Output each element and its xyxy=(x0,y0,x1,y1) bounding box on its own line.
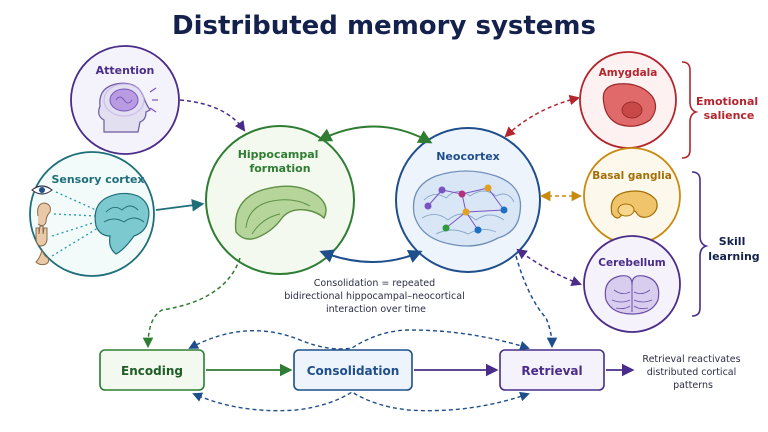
basal-ganglia-icon xyxy=(610,190,658,219)
hippocampal-label: Hippocampal formation xyxy=(238,148,323,175)
skill-learning-bracket: Skill learning xyxy=(691,171,760,317)
basal-ganglia-node: Basal ganglia xyxy=(583,147,681,245)
sensory-cortex-node: Sensory cortex xyxy=(29,151,155,277)
cerebellum-neocortex-arrow xyxy=(516,248,582,286)
hippocampal-to-encoding-arrow xyxy=(142,257,241,349)
attention-node: Attention xyxy=(70,45,180,155)
amygdala-node: Amygdala xyxy=(579,51,677,149)
retrieval-label: Retrieval xyxy=(521,364,582,378)
encoding-consolidation-top-loop xyxy=(188,329,530,351)
attention-to-hippocampal-arrow xyxy=(179,99,246,132)
hippocampal-formation-node: Hippocampal formation xyxy=(205,125,355,275)
sensory-cortex-label: Sensory cortex xyxy=(51,173,144,186)
encoding-label: Encoding xyxy=(121,364,183,378)
encoding-box: Encoding xyxy=(99,349,205,391)
sensory-dotted-lines xyxy=(51,191,99,257)
neocortex-to-retrieval-arrow xyxy=(515,255,558,349)
eye-icon xyxy=(31,185,53,195)
hand-icon xyxy=(35,225,48,247)
diagram-title: Distributed memory systems xyxy=(172,11,596,41)
cerebellum-label: Cerebellum xyxy=(598,257,665,269)
neocortex-to-hippocampal-arrow xyxy=(319,249,423,263)
emotional-salience-label: Emotional salience xyxy=(696,95,762,122)
head-brain-icon xyxy=(98,82,158,133)
sensory-to-hippocampal-arrow xyxy=(155,199,205,212)
consolidation-note: Consolidation = repeated bidirectional h… xyxy=(284,278,468,315)
consolidation-label: Consolidation xyxy=(307,364,400,378)
neocortex-label: Neocortex xyxy=(436,150,500,163)
hippocampus-icon xyxy=(234,185,327,240)
amygdala-neocortex-arrow xyxy=(504,94,581,138)
ear-icon xyxy=(37,202,51,227)
basal-ganglia-label: Basal ganglia xyxy=(592,170,672,182)
emotional-salience-bracket: Emotional salience xyxy=(681,61,762,159)
neocortex-brain-icon xyxy=(412,170,522,247)
cerebellum-node: Cerebellum xyxy=(583,235,681,333)
amygdala-icon xyxy=(602,83,657,127)
network-nodes xyxy=(424,184,508,234)
retrieval-box: Retrieval xyxy=(499,349,605,391)
amygdala-label: Amygdala xyxy=(599,67,658,79)
retrieval-encoding-bottom-loop xyxy=(192,391,530,412)
sensory-brain-icon xyxy=(94,192,150,255)
cerebellum-icon xyxy=(604,275,660,315)
nose-icon xyxy=(35,248,50,266)
attention-label: Attention xyxy=(96,64,155,77)
skill-learning-label: Skill learning xyxy=(708,235,759,263)
consolidation-box: Consolidation xyxy=(293,349,413,391)
hippocampal-to-neocortex-arrow xyxy=(317,125,433,144)
retrieval-note: Retrieval reactivates distributed cortic… xyxy=(642,354,743,391)
